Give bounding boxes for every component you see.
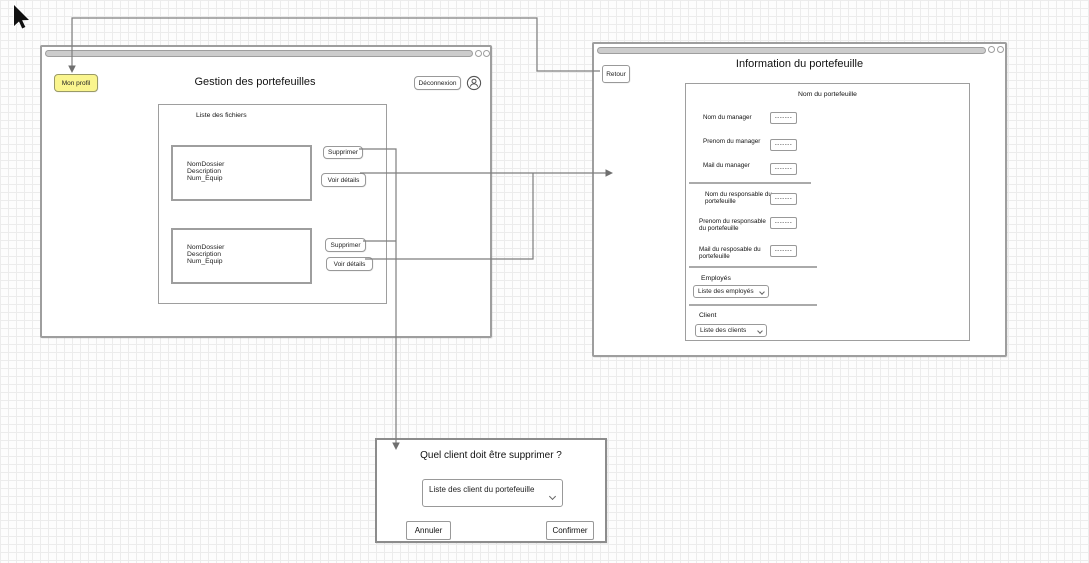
liste-clients-dropdown[interactable]: Liste des clients bbox=[695, 324, 767, 337]
browser-url-bar bbox=[45, 50, 473, 57]
prenom-responsable-input[interactable]: ------- bbox=[770, 217, 797, 229]
client-label: Client bbox=[699, 312, 717, 319]
field-label: Mail du resposable du portefeuille bbox=[699, 246, 761, 260]
panel-title: Liste des fichiers bbox=[196, 112, 247, 119]
dossier-name: NomDossier bbox=[187, 244, 225, 251]
supprimer-button-2[interactable]: Supprimer bbox=[325, 238, 366, 252]
employes-label: Employés bbox=[701, 275, 731, 282]
mail-responsable-input[interactable]: ------- bbox=[770, 245, 797, 257]
browser-url-bar bbox=[597, 47, 986, 54]
chevron-down-icon bbox=[759, 288, 765, 295]
field-label: Mail du manager bbox=[703, 162, 750, 169]
field-label: Nom du manager bbox=[703, 114, 752, 121]
field-label: Prenom du manager bbox=[703, 138, 761, 145]
liste-clients-portefeuille-dropdown[interactable]: Liste des client du portefeuille bbox=[422, 479, 563, 507]
retour-button[interactable]: Retour bbox=[602, 65, 630, 83]
dialog-title: Quel client doit être supprimer ? bbox=[420, 450, 562, 461]
confirmer-button[interactable]: Confirmer bbox=[546, 521, 594, 540]
field-label: Nom du responsable du portefeuille bbox=[705, 191, 772, 205]
browser-bar-circle bbox=[988, 46, 995, 53]
dossier-equip: Num_Equip bbox=[187, 258, 223, 266]
browser-bar-circle bbox=[997, 46, 1004, 53]
chevron-down-icon bbox=[548, 492, 557, 501]
dossier-description: Description bbox=[187, 251, 221, 259]
user-circle-icon bbox=[466, 75, 482, 91]
window-information-portefeuille: Information du portefeuille Retour Nom d… bbox=[592, 42, 1007, 357]
mon-profil-button[interactable]: Mon profil bbox=[54, 74, 98, 92]
page-title: Gestion des portefeuilles bbox=[194, 76, 316, 88]
dossier-item: NomDossier Description Num_Equip bbox=[171, 145, 312, 201]
divider bbox=[689, 182, 811, 184]
prenom-manager-input[interactable]: ------- bbox=[770, 139, 797, 151]
supprimer-button-1[interactable]: Supprimer bbox=[323, 146, 363, 159]
voir-details-button-2[interactable]: Voir détails bbox=[326, 257, 373, 271]
portefeuille-info-panel: Nom du portefeuille Nom du manager -----… bbox=[685, 83, 970, 341]
voir-details-button-1[interactable]: Voir détails bbox=[321, 173, 366, 187]
annuler-button[interactable]: Annuler bbox=[406, 521, 451, 540]
dropdown-value: Liste des client du portefeuille bbox=[429, 485, 535, 494]
browser-bar-circle bbox=[475, 50, 482, 57]
dialog-supprimer-client: Quel client doit être supprimer ? Liste … bbox=[375, 438, 607, 543]
browser-bar-circle bbox=[483, 50, 490, 57]
liste-fichiers-panel: Liste des fichiers NomDossier Descriptio… bbox=[158, 104, 387, 304]
dossier-name: NomDossier bbox=[187, 161, 225, 168]
divider bbox=[689, 266, 817, 268]
mail-manager-input[interactable]: ------- bbox=[770, 163, 797, 175]
dossier-description: Description bbox=[187, 168, 221, 176]
dropdown-value: Liste des clients bbox=[700, 327, 747, 334]
liste-employes-dropdown[interactable]: Liste des employés bbox=[693, 285, 769, 298]
field-label: Prenom du responsable du portefeuille bbox=[699, 218, 766, 232]
window-gestion-portefeuilles: Gestion des portefeuilles Mon profil Déc… bbox=[40, 45, 492, 338]
page-title: Information du portefeuille bbox=[735, 58, 864, 70]
dossier-item: NomDossier Description Num_Equip bbox=[171, 228, 312, 284]
divider bbox=[689, 304, 817, 306]
chevron-down-icon bbox=[757, 327, 763, 334]
dropdown-value: Liste des employés bbox=[698, 288, 754, 295]
panel-title: Nom du portefeuille bbox=[798, 91, 857, 98]
nom-responsable-input[interactable]: ------- bbox=[770, 193, 797, 205]
mouse-cursor-icon bbox=[13, 3, 31, 30]
deconnexion-button[interactable]: Déconnexion bbox=[414, 76, 461, 90]
dossier-equip: Num_Equip bbox=[187, 175, 223, 183]
nom-manager-input[interactable]: ------- bbox=[770, 112, 797, 124]
